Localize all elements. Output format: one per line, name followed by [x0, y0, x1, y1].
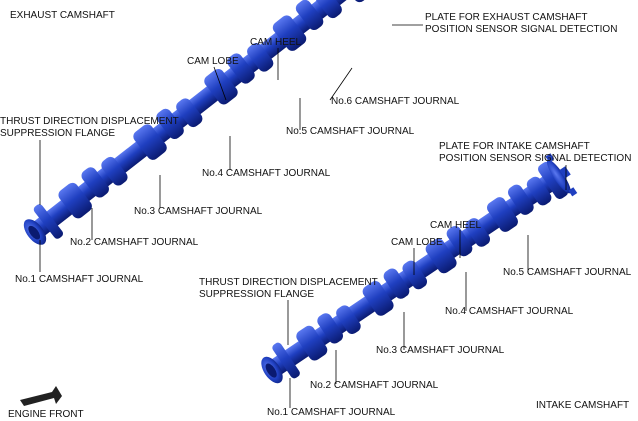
- intake-plate-tab: [559, 166, 571, 179]
- exhaust-plate-label: PLATE FOR EXHAUST CAMSHAFT: [425, 12, 588, 23]
- intake-plate-label: PLATE FOR INTAKE CAMSHAFT: [439, 141, 590, 152]
- intake-cam-heel-label: CAM HEEL: [430, 220, 482, 231]
- intake-cam-lobe: [465, 218, 491, 247]
- exhaust-plate-label-2: POSITION SENSOR SIGNAL DETECTION: [425, 24, 618, 35]
- intake-cam-lobe-label: CAM LOBE: [391, 237, 443, 248]
- exhaust-thrust-label-2: SUPPRESSION FLANGE: [0, 128, 116, 139]
- intake-thrust-label-2: SUPPRESSION FLANGE: [199, 289, 315, 300]
- leader-exhaust-cam-lobe: [213, 66, 227, 101]
- exhaust-journal-6-label: No.6 CAMSHAFT JOURNAL: [331, 96, 460, 107]
- intake-cam-lobe: [317, 313, 343, 344]
- intake-title: INTAKE CAMSHAFT: [536, 400, 630, 411]
- intake-cam-lobe: [508, 184, 534, 215]
- intake-cam-lobe: [446, 225, 473, 257]
- exhaust-cam-lobe: [295, 0, 324, 31]
- exhaust-cam-lobe-label: CAM LOBE: [187, 56, 239, 67]
- exhaust-title: EXHAUST CAMSHAFT: [10, 10, 115, 21]
- intake-plate-tab: [568, 187, 578, 197]
- intake-plate-tab: [545, 153, 555, 163]
- intake-journal-1-label: No.1 CAMSHAFT JOURNAL: [267, 407, 396, 418]
- exhaust-journal-3-label: No.3 CAMSHAFT JOURNAL: [134, 206, 263, 217]
- intake-cam-lobe: [526, 176, 552, 206]
- intake-journal-2: [296, 325, 328, 361]
- exhaust-journal-4-label: No.4 CAMSHAFT JOURNAL: [202, 168, 331, 179]
- intake-journal-4-label: No.4 CAMSHAFT JOURNAL: [445, 306, 574, 317]
- intake-plate-label-2: POSITION SENSOR SIGNAL DETECTION: [439, 153, 632, 164]
- exhaust-journal-2: [58, 182, 92, 219]
- exhaust-cam-lobe: [101, 156, 128, 186]
- exhaust-thrust-label: THRUST DIRECTION DISPLACEMENT: [0, 116, 179, 127]
- intake-thrust-label: THRUST DIRECTION DISPLACEMENT: [199, 277, 378, 288]
- intake-journal-3-label: No.3 CAMSHAFT JOURNAL: [376, 345, 505, 356]
- exhaust-cam-lobe: [315, 0, 342, 19]
- engine-front-arrow-icon: [20, 386, 62, 406]
- intake-shaft-bore: [265, 363, 277, 378]
- intake-cam-lobe: [402, 260, 428, 290]
- intake-camshaft: [261, 153, 578, 384]
- exhaust-journal-5-label: No.5 CAMSHAFT JOURNAL: [286, 126, 415, 137]
- exhaust-leader-lines: [39, 24, 423, 272]
- intake-journal-5-label: No.5 CAMSHAFT JOURNAL: [503, 267, 632, 278]
- exhaust-cam-lobe: [156, 108, 184, 140]
- intake-thrust-flange: [272, 342, 300, 379]
- exhaust-cam-heel-label: CAM HEEL: [250, 37, 302, 48]
- exhaust-journal-2-label: No.2 CAMSHAFT JOURNAL: [70, 237, 199, 248]
- intake-journal-2-label: No.2 CAMSHAFT JOURNAL: [310, 380, 439, 391]
- exhaust-shaft-bore: [28, 225, 41, 240]
- intake-cam-lobe: [383, 268, 410, 299]
- exhaust-journal-1-label: No.1 CAMSHAFT JOURNAL: [15, 274, 144, 285]
- engine-front-label: ENGINE FRONT: [8, 409, 84, 420]
- exhaust-journal-5: [272, 15, 307, 51]
- leader-exhaust-journal-6: [329, 67, 353, 101]
- intake-plate-face: [546, 159, 571, 194]
- exhaust-cam-lobe: [227, 53, 255, 84]
- intake-journal-4: [425, 238, 457, 274]
- exhaust-cam-lobe: [247, 43, 274, 72]
- exhaust-cam-lobe: [81, 167, 109, 198]
- intake-sensor-plate: [537, 161, 569, 199]
- exhaust-journal-3: [133, 124, 167, 160]
- intake-cam-lobe: [336, 305, 361, 334]
- intake-journal-3: [362, 281, 394, 316]
- intake-journal-5: [487, 197, 518, 232]
- intake-leader-lines: [287, 165, 567, 408]
- exhaust-cam-lobe: [176, 98, 203, 128]
- exhaust-thrust-flange: [33, 204, 64, 239]
